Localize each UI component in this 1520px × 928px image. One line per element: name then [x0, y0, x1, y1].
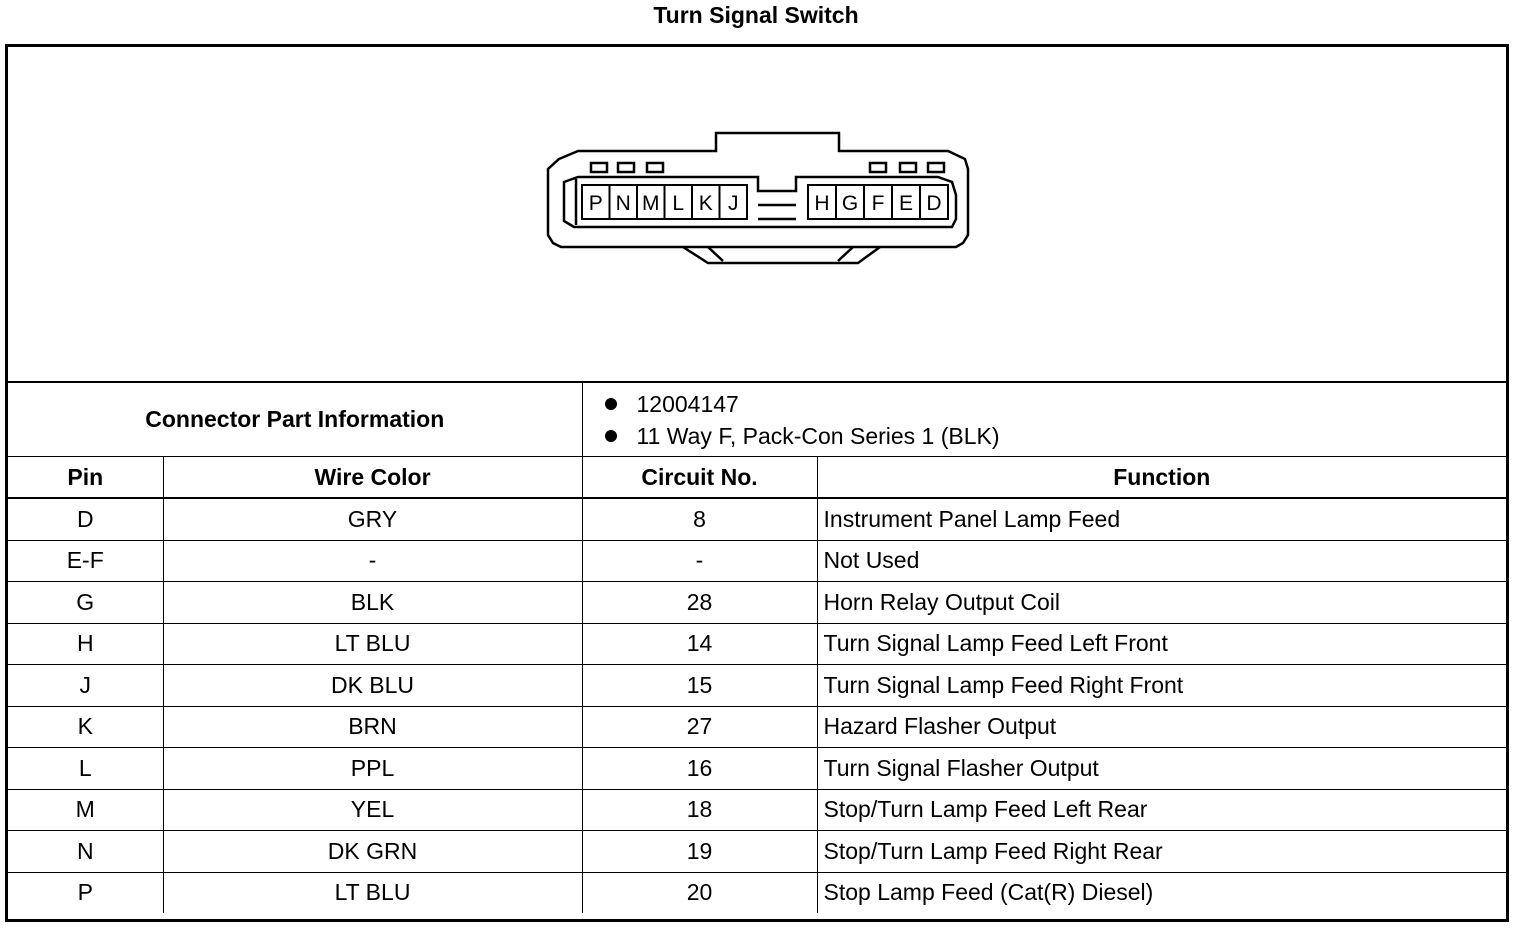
- cell-wire-color: LT BLU: [162, 622, 583, 665]
- cell-function: Stop/Turn Lamp Feed Left Rear: [816, 788, 1507, 831]
- cavity-label-m: M: [642, 192, 660, 215]
- page-title: Turn Signal Switch: [653, 2, 859, 28]
- cavity-label-d: D: [926, 192, 941, 215]
- cell-circuit-no: 20: [581, 871, 818, 913]
- cell-pin: H: [8, 622, 164, 665]
- table-row: E-F--Not Used: [8, 539, 1507, 582]
- part-info-item: 11 Way F, Pack-Con Series 1 (BLK): [604, 420, 1507, 452]
- cell-pin: M: [8, 788, 164, 831]
- cell-function: Stop/Turn Lamp Feed Right Rear: [816, 830, 1507, 873]
- connector-latch: [682, 245, 881, 265]
- cell-pin: N: [8, 830, 164, 873]
- cell-wire-color: BRN: [162, 705, 583, 748]
- cell-pin: G: [8, 581, 164, 624]
- part-info-label: Connector Part Information: [8, 381, 583, 457]
- cell-pin: K: [8, 705, 164, 748]
- part-info-list: 12004147 11 Way F, Pack-Con Series 1 (BL…: [581, 381, 1507, 457]
- cell-wire-color: -: [162, 539, 583, 582]
- cell-circuit-no: 14: [581, 622, 818, 665]
- cell-circuit-no: -: [581, 539, 818, 582]
- cell-circuit-no: 28: [581, 581, 818, 624]
- cell-pin: E-F: [8, 539, 164, 582]
- cell-function: Stop Lamp Feed (Cat(R) Diesel): [816, 871, 1507, 913]
- cell-pin: P: [8, 871, 164, 913]
- cavity-label-l: L: [672, 192, 684, 215]
- cell-circuit-no: 8: [581, 497, 818, 541]
- connector-housing: [546, 131, 970, 249]
- cell-function: Instrument Panel Lamp Feed: [816, 497, 1507, 541]
- bullet-icon: [604, 397, 617, 410]
- cell-circuit-no: 19: [581, 830, 818, 873]
- cell-wire-color: DK GRN: [162, 830, 583, 873]
- cell-circuit-no: 27: [581, 705, 818, 748]
- cell-function: Not Used: [816, 539, 1507, 582]
- pinout-table: Connector Part Information 12004147 11 W…: [8, 381, 1507, 913]
- cell-pin: D: [8, 497, 164, 541]
- cavity-label-p: P: [589, 192, 603, 215]
- cell-circuit-no: 18: [581, 788, 818, 831]
- cavity-label-g: G: [842, 192, 858, 215]
- cavity-d: [919, 184, 949, 220]
- cell-circuit-no: 16: [581, 747, 818, 790]
- cell-function: Hazard Flasher Output: [816, 705, 1507, 748]
- cavity-label-n: N: [616, 192, 631, 215]
- cavity-j: [718, 184, 748, 220]
- cell-function: Horn Relay Output Coil: [816, 581, 1507, 624]
- header-pin: Pin: [8, 456, 164, 498]
- part-info-row: Connector Part Information 12004147 11 W…: [8, 381, 1507, 457]
- cell-pin: J: [8, 664, 164, 707]
- cell-wire-color: PPL: [162, 747, 583, 790]
- cavity-label-j: J: [728, 192, 739, 215]
- cavity-label-e: E: [899, 192, 913, 215]
- bullet-icon: [604, 429, 617, 442]
- cell-wire-color: DK BLU: [162, 664, 583, 707]
- cell-wire-color: GRY: [162, 497, 583, 541]
- cell-wire-color: BLK: [162, 581, 583, 624]
- header-wire-color: Wire Color: [162, 456, 583, 498]
- cell-function: Turn Signal Flasher Output: [816, 747, 1507, 790]
- header-function: Function: [816, 456, 1507, 498]
- cell-function: Turn Signal Lamp Feed Left Front: [816, 622, 1507, 665]
- cavity-label-k: K: [699, 192, 713, 215]
- cell-function: Turn Signal Lamp Feed Right Front: [816, 664, 1507, 707]
- header-circuit-no: Circuit No.: [581, 456, 818, 498]
- cell-wire-color: LT BLU: [162, 871, 583, 913]
- cavity-label-f: F: [872, 192, 885, 215]
- table-header-row: Pin Wire Color Circuit No. Function: [8, 456, 1507, 498]
- cell-circuit-no: 15: [581, 664, 818, 707]
- cavity-label-h: H: [814, 192, 829, 215]
- part-info-item: 12004147: [604, 388, 1507, 420]
- cell-wire-color: YEL: [162, 788, 583, 831]
- cell-pin: L: [8, 747, 164, 790]
